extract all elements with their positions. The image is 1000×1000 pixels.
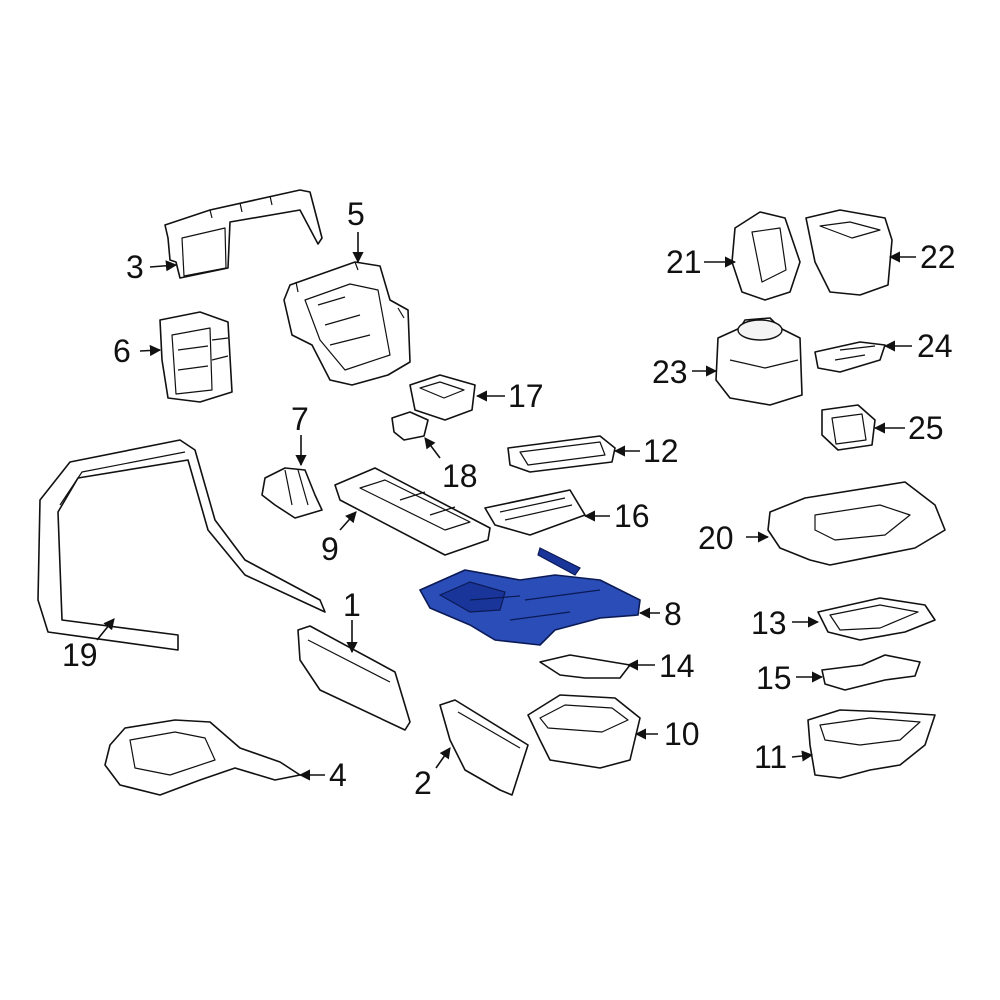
part-8-console-base[interactable] (419, 547, 641, 646)
part-3-bracket[interactable] (164, 189, 323, 279)
part-20-armrest[interactable] (767, 481, 946, 566)
part-2-side-panel[interactable] (439, 699, 529, 796)
callout-8: 8 (664, 596, 682, 632)
part-7-boot[interactable] (261, 467, 323, 519)
part-24-switch[interactable] (814, 341, 886, 373)
callout-25: 25 (908, 410, 944, 446)
callout-17: 17 (508, 378, 544, 414)
part-16-tray[interactable] (484, 489, 586, 536)
callout-24: 24 (917, 328, 953, 364)
callout-19: 19 (62, 637, 98, 673)
callout-labels: 3 6 5 7 9 17 18 12 16 8 1 19 4 2 14 10 2… (62, 196, 956, 801)
callout-18: 18 (442, 458, 478, 494)
callout-5: 5 (347, 196, 365, 232)
callout-16: 16 (614, 498, 650, 534)
part-11-cup-holder[interactable] (807, 709, 936, 779)
part-1-panel[interactable] (297, 625, 411, 731)
callout-6: 6 (113, 333, 131, 369)
callout-4: 4 (329, 757, 347, 793)
callout-12: 12 (643, 433, 679, 469)
callout-14: 14 (659, 648, 695, 684)
callout-23: 23 (652, 354, 688, 390)
callout-15: 15 (756, 660, 792, 696)
callout-11: 11 (754, 739, 787, 775)
part-21-shifter[interactable] (731, 211, 801, 301)
callout-1: 1 (343, 587, 361, 623)
part-15-seal[interactable] (821, 654, 921, 691)
part-4-bracket[interactable] (104, 719, 301, 796)
callout-20: 20 (698, 520, 734, 556)
part-17-bin[interactable] (409, 374, 476, 421)
part-13-bezel[interactable] (817, 597, 936, 641)
part-14-liner[interactable] (539, 654, 631, 679)
part-18-clip[interactable] (391, 411, 429, 441)
part-5-bracket[interactable] (283, 261, 411, 386)
callout-9: 9 (321, 531, 339, 567)
part-9-tray-frame[interactable] (334, 467, 491, 556)
part-12-bezel[interactable] (507, 435, 616, 473)
callout-7: 7 (291, 401, 309, 437)
callout-3: 3 (126, 249, 144, 285)
part-23-controller[interactable] (715, 317, 803, 406)
part-25-module[interactable] (821, 404, 876, 451)
callout-2: 2 (414, 765, 432, 801)
part-6-module[interactable] (159, 311, 233, 403)
callout-10: 10 (664, 716, 700, 752)
part-22-switch-housing[interactable] (805, 209, 893, 296)
callout-21: 21 (666, 244, 702, 280)
part-19-trim[interactable] (37, 439, 326, 651)
leader-lines (96, 232, 916, 781)
callout-22: 22 (920, 239, 956, 275)
callout-13: 13 (751, 605, 787, 641)
part-10-bin[interactable] (527, 694, 641, 769)
